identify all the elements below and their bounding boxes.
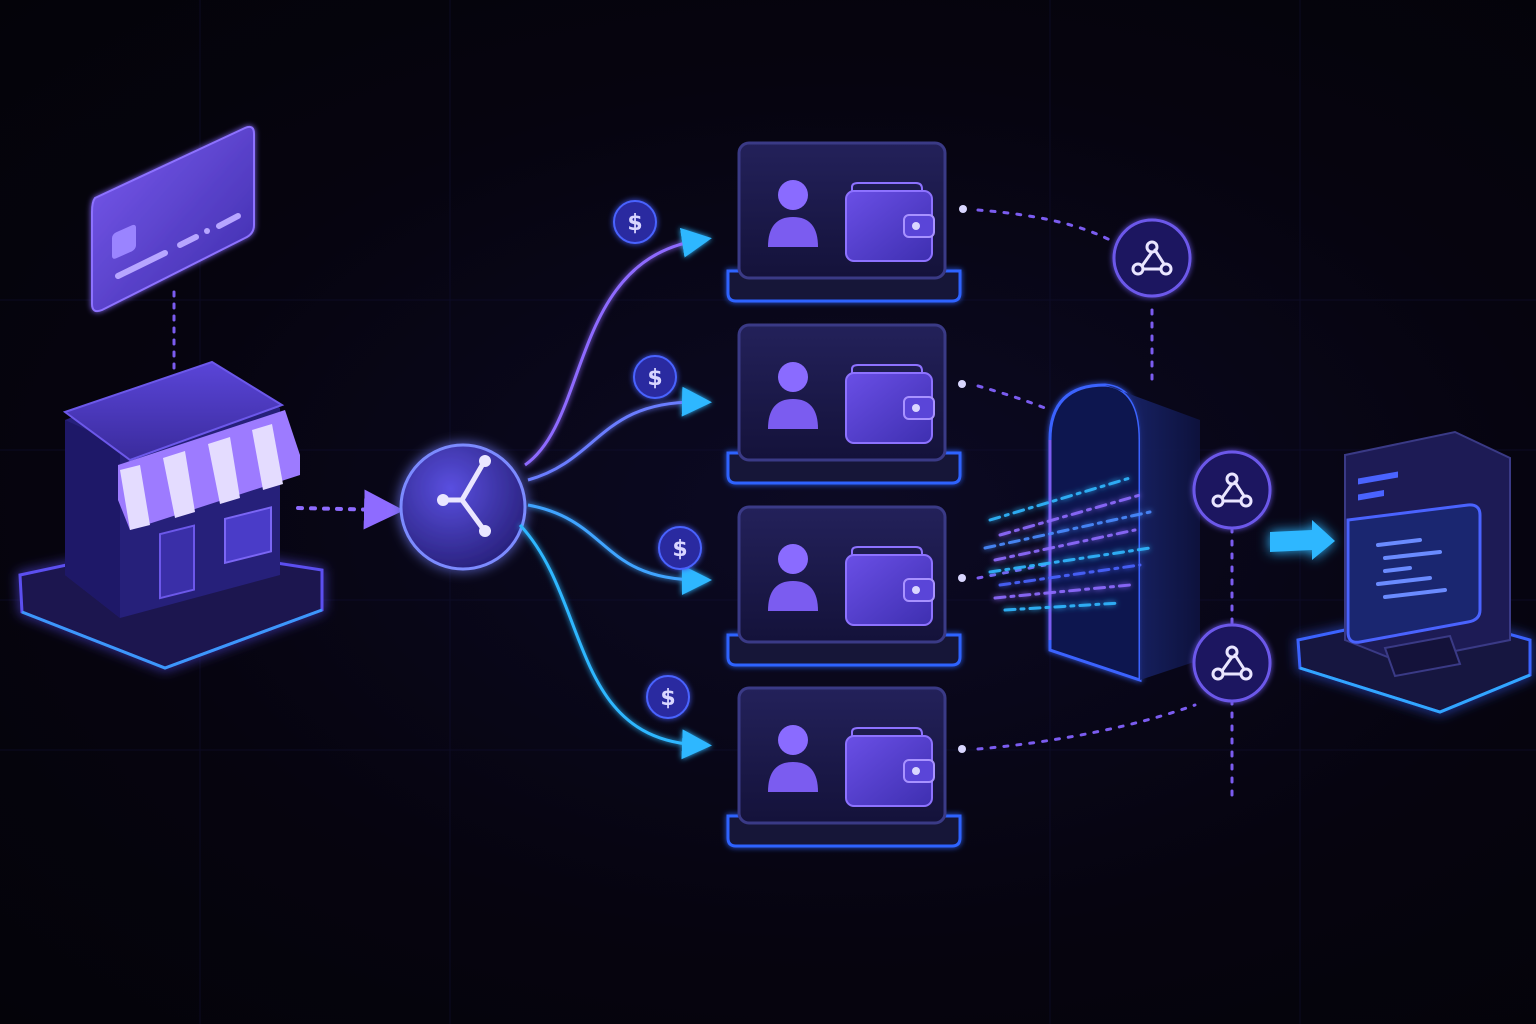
flow-to-account-1 bbox=[524, 227, 712, 467]
wallet-icon bbox=[845, 727, 935, 807]
data-streak bbox=[983, 510, 1152, 550]
data-streak bbox=[993, 583, 1132, 600]
account-panel-3 bbox=[726, 505, 962, 667]
server-computer-icon bbox=[1296, 430, 1532, 714]
data-streak bbox=[993, 528, 1137, 562]
data-streak bbox=[988, 476, 1132, 522]
user-icon bbox=[768, 544, 818, 611]
payout-badge: $ bbox=[646, 675, 690, 719]
data-streak bbox=[998, 493, 1142, 537]
payout-badge: $ bbox=[613, 200, 657, 244]
split-route-icon bbox=[399, 443, 527, 571]
credit-card-icon bbox=[91, 125, 255, 313]
webhook-icon bbox=[1192, 623, 1272, 703]
flow-to-account-3 bbox=[527, 503, 712, 595]
flow-to-account-4 bbox=[518, 523, 712, 760]
account-panel-4 bbox=[726, 686, 962, 848]
webhook-badges bbox=[1112, 218, 1272, 703]
user-icon bbox=[768, 362, 818, 429]
wallet-icon bbox=[845, 546, 935, 626]
webhook-icon bbox=[1192, 450, 1272, 530]
payout-badge: $ bbox=[633, 355, 677, 399]
wallet-icon bbox=[845, 364, 935, 444]
webhook-icon bbox=[1112, 218, 1192, 298]
data-streak bbox=[988, 546, 1152, 574]
gateway-to-server-arrow bbox=[1270, 520, 1335, 560]
wallet-icon bbox=[845, 182, 935, 262]
svg-text:$: $ bbox=[672, 537, 687, 562]
payout-flows bbox=[518, 227, 712, 760]
payout-badge: $ bbox=[658, 526, 702, 570]
storefront-icon bbox=[18, 360, 324, 670]
store-to-splitter-arrow bbox=[296, 489, 404, 530]
svg-text:$: $ bbox=[647, 366, 662, 391]
account-panels bbox=[726, 141, 962, 848]
webhook-links bbox=[958, 205, 1234, 797]
data-streak bbox=[1003, 601, 1122, 612]
flow-to-account-2 bbox=[527, 386, 712, 482]
data-streak bbox=[998, 563, 1142, 587]
svg-text:$: $ bbox=[627, 211, 642, 236]
data-streaks bbox=[983, 476, 1152, 612]
account-panel-1 bbox=[726, 141, 962, 303]
account-panel-2 bbox=[726, 323, 962, 485]
user-icon bbox=[768, 180, 818, 247]
user-icon bbox=[768, 725, 818, 792]
svg-text:$: $ bbox=[660, 686, 675, 711]
